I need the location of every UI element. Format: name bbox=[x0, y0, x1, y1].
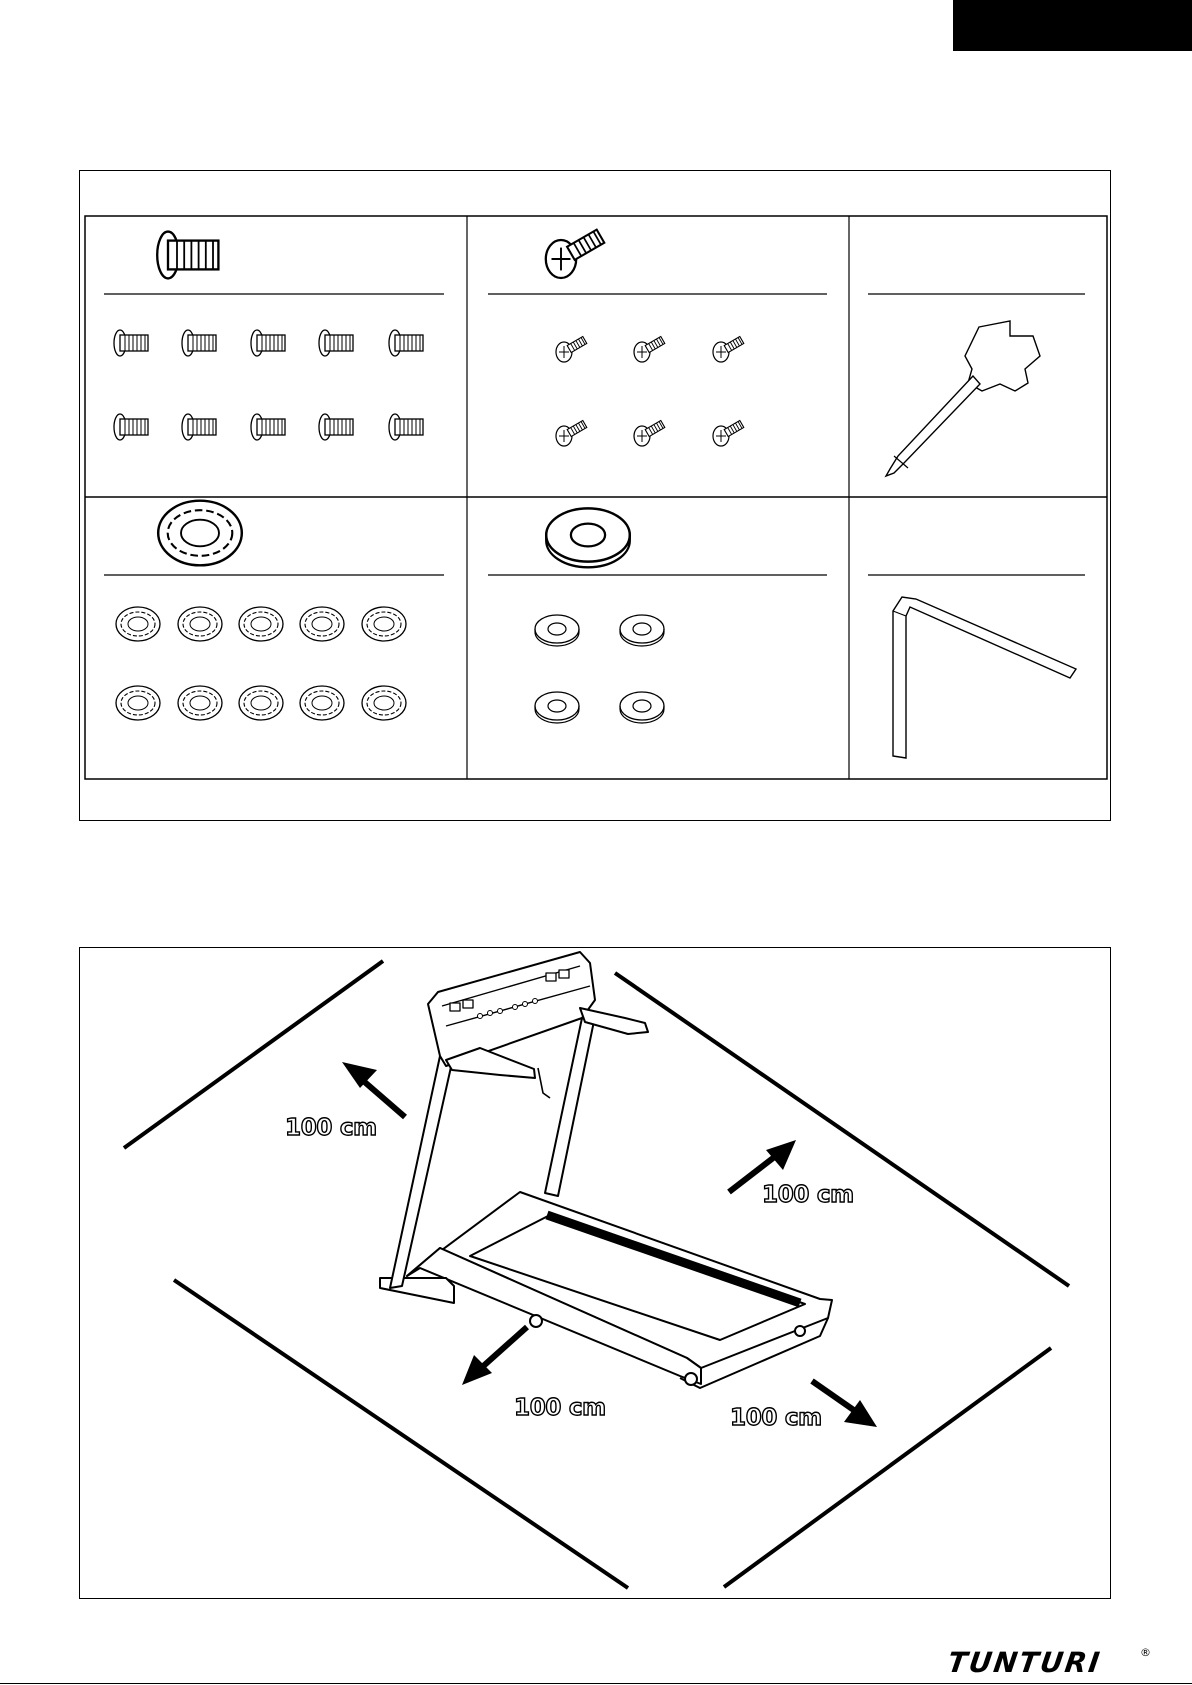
phillips-screw-set bbox=[556, 337, 744, 446]
page-corner-tab bbox=[953, 0, 1192, 51]
phillips-screw-icon bbox=[546, 230, 604, 278]
brand-logo: TUNTURI bbox=[946, 1646, 1104, 1679]
bolt-set bbox=[114, 330, 423, 440]
clearance-label-front-left: 100 cm bbox=[514, 1395, 606, 1421]
footer-rule bbox=[0, 1683, 1192, 1684]
parts-inventory-box bbox=[79, 170, 1111, 821]
allen-key-icon bbox=[893, 597, 1076, 758]
treadmill-illustration bbox=[380, 952, 832, 1388]
flat-washer-set bbox=[535, 615, 664, 723]
bolt-icon bbox=[157, 232, 218, 279]
clearance-label-back-right: 100 cm bbox=[762, 1182, 854, 1208]
lock-washer-icon bbox=[158, 501, 242, 566]
lock-washer-set bbox=[116, 607, 406, 720]
wrench-screwdriver-icon bbox=[886, 321, 1040, 476]
treadmill-clearance-diagram bbox=[80, 948, 1111, 1599]
brand-registered-mark: ® bbox=[1140, 1646, 1151, 1659]
parts-diagram bbox=[80, 171, 1112, 822]
flat-washer-icon bbox=[546, 508, 630, 567]
clearance-label-back-left: 100 cm bbox=[285, 1115, 377, 1141]
clearance-label-front-right: 100 cm bbox=[730, 1405, 822, 1431]
clearance-diagram-box: 100 cm 100 cm 100 cm 100 cm bbox=[79, 947, 1111, 1599]
